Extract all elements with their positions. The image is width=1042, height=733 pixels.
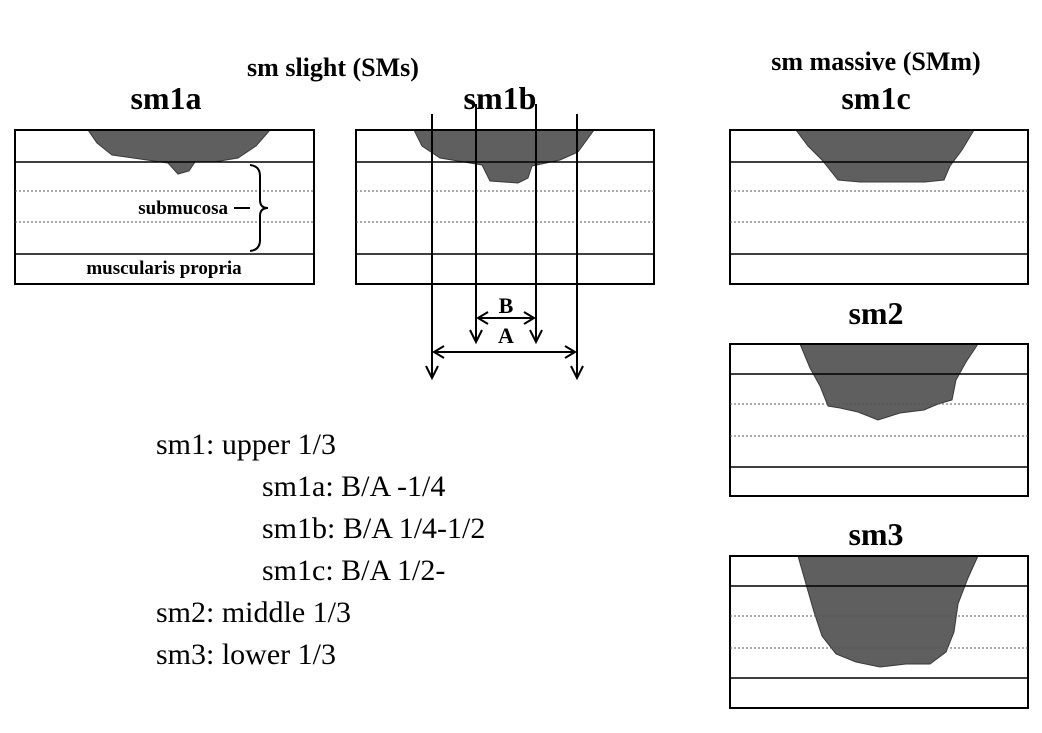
dimension-a-label: A [498, 323, 514, 348]
lesion-sm1b [413, 129, 595, 184]
lesion-sm1a [87, 129, 272, 175]
lesion-sm1c [795, 129, 975, 183]
dimension-a-arrow-right [564, 345, 577, 359]
dimension-b-arrow-right [523, 311, 536, 325]
legend-line-sm1b: sm1b: B/A 1/4-1/2 [262, 512, 485, 545]
panel-frame-sm2 [729, 343, 1029, 497]
panel-frame-sm1b [355, 129, 655, 285]
legend-line-sm2: sm2: middle 1/3 [156, 596, 351, 629]
legend-line-sm3: sm3: lower 1/3 [156, 638, 336, 671]
dimension-b-label: B [499, 293, 514, 318]
arrowhead-down-b-right [529, 329, 543, 345]
panel-sm3 [729, 555, 1029, 709]
submucosa-brace [249, 164, 269, 252]
lesion-sm2 [799, 343, 979, 421]
panel-sm1b: B A [355, 104, 655, 381]
arrowhead-down-a-left [425, 365, 439, 381]
panel-title-sm1a: sm1a [130, 80, 201, 116]
legend-line-sm1a: sm1a: B/A -1/4 [262, 470, 445, 503]
panel-frame-sm1c [729, 129, 1029, 285]
muscularis-propria-label: muscularis propria [86, 258, 242, 279]
panel-sm1c [729, 129, 1029, 285]
arrowhead-down-b-left [469, 329, 483, 345]
panel-title-sm2: sm2 [848, 295, 903, 331]
panel-title-sm1b: sm1b [464, 80, 537, 116]
panel-title-sm1c: sm1c [841, 80, 910, 116]
dimension-b-arrow-left [476, 311, 489, 325]
panel-sm1a: submucosa muscularis propria [14, 129, 315, 285]
classification-legend: sm1: upper 1/3 sm1a: B/A -1/4 sm1b: B/A … [156, 428, 485, 671]
group-heading-massive: sm massive (SMm) [771, 47, 980, 76]
arrowhead-down-a-right [570, 365, 584, 381]
lesion-sm3 [797, 555, 979, 668]
group-heading-slight: sm slight (SMs) [247, 53, 419, 82]
submucosa-label: submucosa [138, 198, 228, 219]
panel-sm2 [729, 343, 1029, 497]
dimension-a-arrow-left [432, 345, 445, 359]
legend-line-sm1: sm1: upper 1/3 [156, 428, 336, 461]
legend-line-sm1c: sm1c: B/A 1/2- [262, 554, 445, 587]
panel-title-sm3: sm3 [848, 516, 903, 552]
panel-frame-sm1a [14, 129, 315, 285]
panel-frame-sm3 [729, 555, 1029, 709]
